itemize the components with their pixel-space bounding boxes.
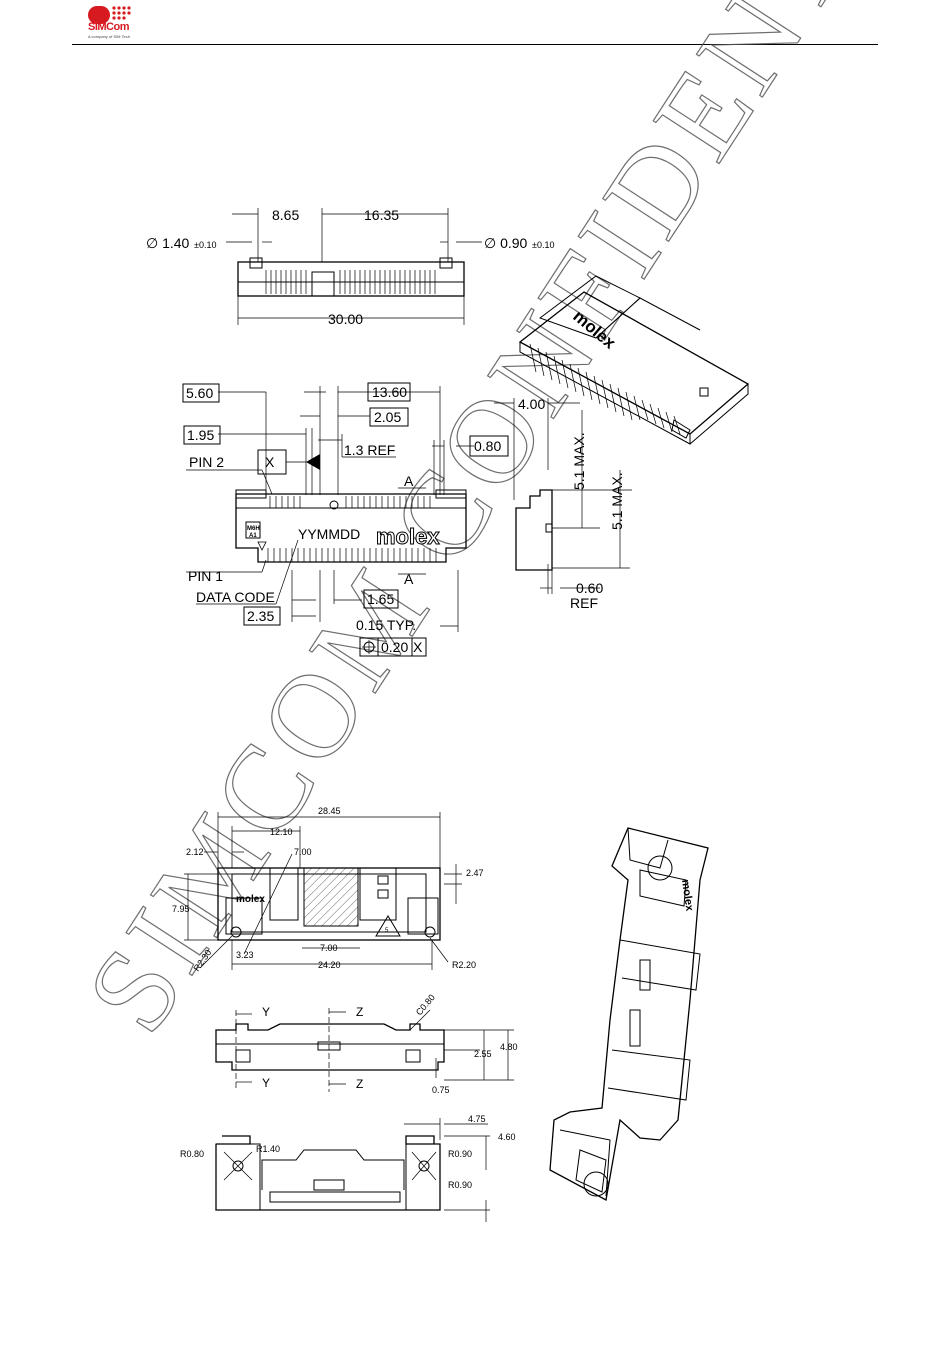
mark-a1: A1 (249, 533, 257, 539)
dim-r0-80: R0.80 (180, 1149, 204, 1159)
header-rule (72, 44, 878, 45)
dim-2-47: 2.47 (466, 868, 484, 878)
tol-datum-x: X (413, 639, 423, 655)
label-yymmdd: YYMMDD (298, 526, 360, 542)
dim-3-23: 3.23 (236, 950, 254, 960)
front-dimension-lines (186, 386, 474, 632)
section-z-bottom: Z (356, 1077, 363, 1091)
d2-side-view (215, 1008, 514, 1092)
label-pin-2: PIN 2 (189, 454, 224, 470)
dim-5-1-max-b: 5.1 MAX. (609, 472, 625, 530)
dim-4-80: 4.80 (500, 1042, 518, 1052)
simcom-logo (88, 6, 131, 24)
logo-subtitle: A company of SIM Tech (88, 34, 130, 39)
dim-1-95: 1.95 (187, 427, 214, 443)
section-y-top: Y (262, 1005, 270, 1019)
flag-5: 5 (385, 928, 389, 934)
datum-arrow-icon (306, 454, 320, 470)
box-1-65 (363, 589, 399, 609)
molex-logo-d2: molex (236, 894, 265, 905)
box-0-80 (469, 435, 509, 457)
connector-drawing-2: 28.45 12.10 7.00 2.12 2.47 7.95 7.00 24.… (172, 806, 709, 1222)
section-y-bottom: Y (262, 1076, 270, 1090)
connector-side-view (494, 398, 632, 594)
top-dimension-lines (226, 208, 482, 325)
dim-28-45: 28.45 (318, 806, 341, 816)
section-a-top: A (404, 473, 414, 489)
dim-r1-40: R1.40 (256, 1144, 280, 1154)
dim-4-75: 4.75 (468, 1114, 486, 1124)
dim-4-60: 4.60 (498, 1132, 516, 1142)
dim-2-05: 2.05 (374, 409, 401, 425)
dim-0-60-ref: REF (570, 595, 598, 611)
label-pin-1: PIN 1 (188, 568, 223, 584)
dim-2-35: 2.35 (247, 608, 274, 624)
dim-13-60: 13.60 (372, 384, 407, 400)
confidential-watermark: SIMCOM CONFIDENTIAL FILE (60, 0, 950, 1055)
dim-5-1-max-a: 5.1 MAX. (571, 432, 587, 490)
box-2-35 (243, 606, 281, 626)
dim-8-65: 8.65 (272, 207, 299, 223)
dim-0-80: 0.80 (474, 438, 501, 454)
mark-m6h: M6H (247, 526, 260, 532)
molex-logo-iso-d2: molex (679, 879, 695, 913)
box-13-60 (367, 382, 411, 402)
dim-7-95: 7.95 (172, 904, 190, 914)
label-data-code: DATA CODE (196, 589, 275, 605)
dim-0-75: 0.75 (432, 1085, 450, 1095)
dim-5-60: 5.60 (186, 385, 213, 401)
dim-dia-1-40: ∅ 1.40 (146, 235, 190, 251)
datum-x-box (257, 449, 287, 475)
dim-r0-90-b: R0.90 (448, 1180, 472, 1190)
dim-0-60: 0.60 (576, 580, 603, 596)
d2-top-view (217, 867, 441, 941)
section-z-top: Z (356, 1005, 363, 1019)
dim-r0-90-a: R0.90 (448, 1149, 472, 1159)
d2-isometric-view (549, 827, 709, 1201)
dim-2-12: 2.12 (186, 847, 204, 857)
dim-7-00-bottom: 7.00 (320, 943, 338, 953)
box-5-60 (182, 383, 220, 403)
dim-dia-0-90: ∅ 0.90 (484, 235, 528, 251)
molex-logo-front: molex (376, 524, 440, 549)
dim-r2-20: R2.20 (452, 960, 476, 970)
connector-front-view (235, 489, 467, 563)
d2-bottom-view (215, 1118, 490, 1222)
box-2-05 (369, 407, 409, 427)
dim-7-00-top: 7.00 (294, 847, 312, 857)
logo-wordmark: SIMCom (88, 21, 130, 33)
page-header: SIMCom A company of SIM Tech (0, 0, 950, 48)
dim-12-10: 12.10 (270, 827, 293, 837)
dim-dia-0-90-tol: ±0.10 (532, 240, 554, 250)
dim-0-15-typ: 0.15 TYP. (356, 617, 416, 633)
dim-dia-1-40-tol: ±0.10 (194, 240, 216, 250)
watermark-text: SIMCOM CONFIDENTIAL FILE (60, 0, 950, 1054)
dim-30-00: 30.00 (328, 311, 363, 327)
dim-2-55: 2.55 (474, 1049, 492, 1059)
dim-24-20: 24.20 (318, 960, 341, 970)
position-tolerance-frame (359, 637, 427, 657)
dim-1-3-ref: 1.3 REF (344, 442, 395, 458)
dim-16-35: 16.35 (364, 207, 399, 223)
dim-1-65: 1.65 (367, 591, 394, 607)
connector-top-view (237, 257, 465, 297)
section-a-bottom: A (404, 571, 414, 587)
box-1-95 (183, 425, 221, 445)
tol-0-20: 0.20 (381, 639, 408, 655)
dim-c0-80: C0.80 (414, 992, 437, 1017)
datum-x: X (265, 454, 275, 470)
dim-4-00: 4.00 (518, 396, 545, 412)
connector-isometric-view (518, 275, 750, 445)
